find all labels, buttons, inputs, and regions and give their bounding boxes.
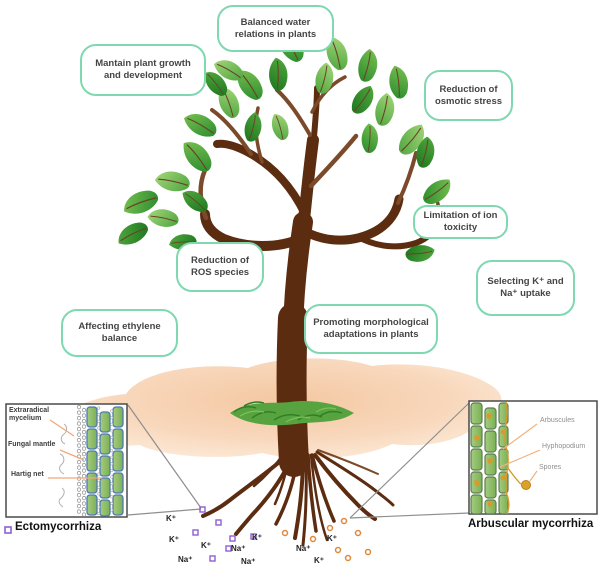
potassium-ion-label: K⁺: [166, 514, 176, 523]
benefit-box-selecting-uptake: Selecting K⁺ and Na⁺ uptake: [476, 260, 575, 316]
arbus-title: Arbuscular mycorrhiza: [468, 518, 594, 530]
ecto-inset-diagram: [4, 403, 128, 534]
potassium-ion-label: K⁺: [327, 534, 337, 543]
potassium-ion-label: K⁺: [201, 541, 211, 550]
ecto-ion-symbols: [192, 506, 257, 562]
sodium-ion-label: Na⁺: [296, 544, 311, 553]
ecto-title: Ectomycorrhiza: [15, 521, 102, 533]
ecto-label-extraradical: Extraradical mycelium: [9, 407, 50, 423]
benefit-box-maintain-growth: Mantain plant growth and development: [80, 44, 206, 96]
potassium-ion-label: K⁺: [169, 535, 179, 544]
benefit-box-morphological: Promoting morphological adaptations in p…: [304, 304, 438, 354]
potassium-ion-label: K⁺: [252, 533, 262, 542]
benefit-box-osmotic-stress: Reduction of osmotic stress: [424, 70, 513, 121]
benefit-box-ethylene-balance: Affecting ethylene balance: [61, 309, 178, 357]
arbus-label-arbuscules: Arbuscules: [540, 417, 575, 424]
benefit-box-ion-toxicity: Limitation of ion toxicity: [413, 205, 508, 239]
ecto-label-hartig: Hartig net: [11, 471, 44, 478]
sodium-ion-label: Na⁺: [241, 557, 256, 566]
sodium-ion-label: Na⁺: [231, 544, 246, 553]
callout-lines: [127, 402, 470, 519]
arbus-inset-diagram: [468, 400, 598, 515]
ecto-label-mantle: Fungal mantle: [8, 441, 56, 448]
potassium-ion-label: K⁺: [314, 556, 324, 565]
grass-tuft: [230, 401, 354, 426]
sodium-ion-label: Na⁺: [178, 555, 193, 564]
arbus-label-hyphopodium: Hyphopodium: [542, 443, 586, 450]
arbus-ion-symbols: [281, 517, 372, 562]
arbus-label-spores: Spores: [539, 464, 562, 471]
ecto-legend-symbol: [4, 526, 12, 534]
benefit-box-ros-species: Reduction of ROS species: [176, 242, 264, 292]
benefit-box-balanced-water: Balanced water relations in plants: [217, 5, 334, 52]
